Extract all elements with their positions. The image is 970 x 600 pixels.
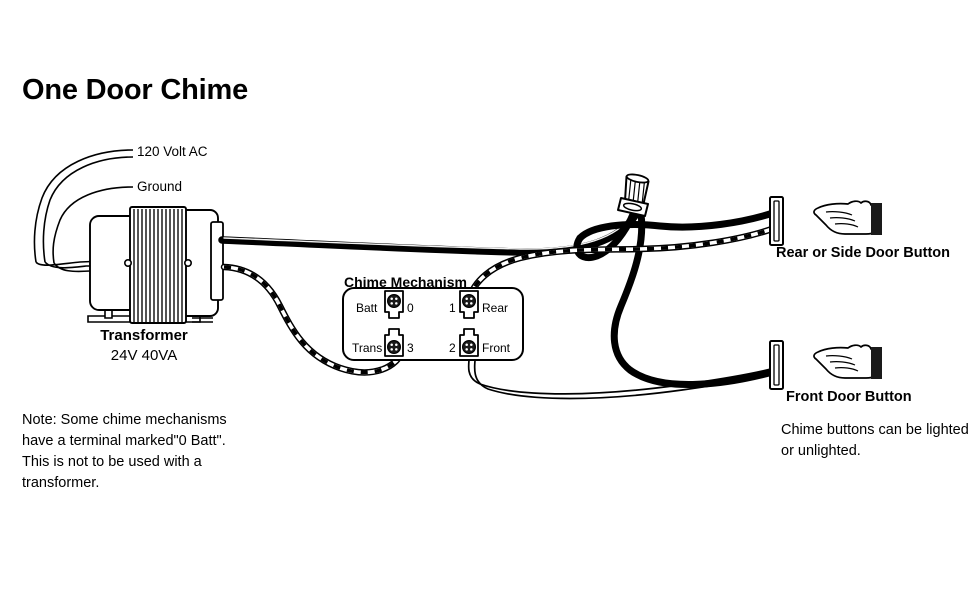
supply-wire-line-2 bbox=[42, 156, 134, 263]
terminal-screw-batt[interactable] bbox=[387, 294, 402, 309]
rear-button-plate-inner[interactable] bbox=[773, 200, 780, 242]
terminal-screw-trans[interactable] bbox=[387, 340, 402, 355]
transformer-spare-lead bbox=[192, 317, 213, 323]
terminal-number-rear: 1 bbox=[449, 301, 456, 315]
terminal-number-batt: 0 bbox=[407, 301, 414, 315]
chime-buttons-note: Chime buttons can be lighted or unlighte… bbox=[781, 422, 969, 460]
wire-nut-ribs bbox=[627, 177, 646, 206]
front-door-button-plate[interactable] bbox=[769, 340, 784, 390]
pointing-hand-icon-front bbox=[813, 344, 882, 379]
terminal-label-rear: Rear bbox=[482, 301, 509, 315]
label-ground: Ground bbox=[137, 179, 183, 194]
transformer-core-laminations bbox=[133, 209, 183, 322]
rear-door-button-label: Rear or Side Door Button bbox=[776, 245, 951, 261]
front-button-plate-inner[interactable] bbox=[773, 344, 780, 386]
wire-nut-icon bbox=[617, 173, 650, 217]
transformer-label: Transformer bbox=[100, 327, 188, 344]
terminal-label-front: Front bbox=[482, 341, 511, 355]
pointing-hand-icon-rear bbox=[813, 200, 882, 235]
page-title: One Door Chime bbox=[22, 74, 248, 106]
ground-wire-line bbox=[52, 186, 134, 264]
terminal-screw-rear[interactable] bbox=[462, 294, 477, 309]
terminal-label-trans: Trans bbox=[352, 341, 383, 355]
supply-wires bbox=[33, 149, 134, 264]
terminal-number-trans: 3 bbox=[407, 341, 414, 355]
terminal-number-front: 2 bbox=[449, 341, 456, 355]
rear-door-button-plate[interactable] bbox=[769, 196, 784, 246]
front-door-button-label: Front Door Button bbox=[786, 389, 912, 405]
thick-wire-nut-to-rear-button bbox=[576, 209, 777, 242]
bell-wire-front-terminal-to-front-button bbox=[467, 351, 778, 400]
wire-nut-flange-slot bbox=[622, 202, 643, 212]
wire-nut-cap bbox=[625, 173, 650, 184]
transformer-terminal-block bbox=[210, 221, 224, 301]
chime-mechanism-title: Chime Mechanism bbox=[344, 274, 467, 290]
hand-cuff-rear bbox=[871, 203, 882, 235]
left-note: Note: Some chime mechanisms have a termi… bbox=[22, 412, 227, 492]
thick-wire-highlight bbox=[223, 213, 634, 250]
chime-mechanism-box[interactable] bbox=[342, 287, 524, 361]
label-120-volt-ac: 120 Volt AC bbox=[137, 144, 208, 159]
transformer-rating-label: 24V 40VA bbox=[110, 347, 178, 364]
transformer-bolt-right bbox=[184, 258, 193, 267]
chime-terminal-front[interactable] bbox=[459, 328, 479, 357]
chime-terminal-rear[interactable] bbox=[459, 290, 479, 319]
terminal-label-batt: Batt bbox=[356, 301, 378, 315]
bell-wire-transformer-to-trans bbox=[220, 263, 408, 376]
bell-wire-rear-terminal-to-rear-button bbox=[465, 225, 776, 303]
hand-cuff-front bbox=[871, 347, 882, 379]
terminal-screw-front[interactable] bbox=[462, 340, 477, 355]
transformer-graphic bbox=[87, 206, 224, 324]
supply-wire-line bbox=[33, 149, 134, 263]
thick-wire-nut-to-front-button bbox=[610, 210, 777, 389]
thick-wire-transformer-to-nut bbox=[218, 210, 640, 256]
chime-terminal-trans[interactable] bbox=[384, 328, 404, 357]
chime-terminal-batt[interactable] bbox=[384, 290, 404, 319]
transformer-bolt-left bbox=[124, 258, 133, 267]
